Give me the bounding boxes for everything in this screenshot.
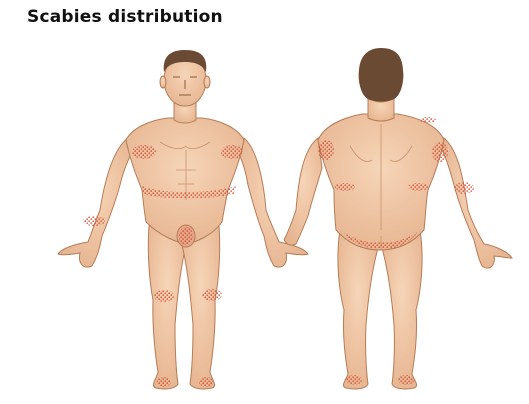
back-right-arm xyxy=(442,138,512,268)
rash-genitals xyxy=(179,227,193,245)
back-left-arm xyxy=(284,138,322,245)
back-left-leg xyxy=(338,230,378,389)
rash-back-left-waist xyxy=(335,183,355,191)
back-figure xyxy=(284,50,512,389)
rash-right-shoulder xyxy=(432,142,448,162)
rash-left-axilla xyxy=(132,145,156,159)
rash-left-wrist xyxy=(83,216,105,226)
rash-left-shoulder xyxy=(318,140,334,160)
rash-right-knee xyxy=(202,289,222,301)
front-left-arm xyxy=(58,138,132,267)
body-diagram xyxy=(0,40,529,404)
back-right-leg xyxy=(382,230,422,389)
diagram-title: Scabies distribution xyxy=(27,7,223,27)
rash-left-knee xyxy=(154,290,174,302)
rash-left-ankle xyxy=(157,377,171,387)
rash-upper-right-shoulder xyxy=(420,117,436,123)
rash-right-heel xyxy=(398,375,414,385)
rash-right-ankle xyxy=(199,377,213,387)
rash-back-right-waist xyxy=(408,183,428,191)
rash-left-heel xyxy=(346,375,362,385)
rash-right-elbow xyxy=(454,182,474,194)
back-hair xyxy=(359,48,403,102)
rash-right-axilla xyxy=(221,145,243,159)
